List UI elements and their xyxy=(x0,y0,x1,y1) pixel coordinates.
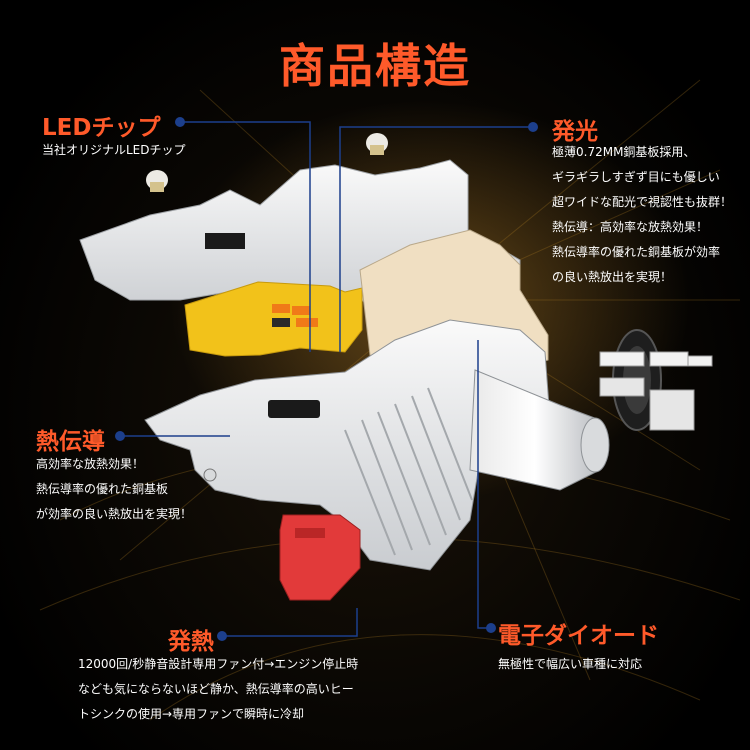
light-desc-line: の良い熱放出を実現！ xyxy=(552,270,673,284)
heat-conduction-desc: 高効率な放熱効果！ 熱伝導率の優れた銅基板 が効率の良い熱放出を実現！ xyxy=(36,452,192,527)
back-plate-slot xyxy=(205,233,245,249)
led-chip-c xyxy=(296,318,318,327)
led-chip-desc: 当社オリジナルLEDチップ xyxy=(42,143,186,157)
heat-conduction-line: が効率の良い熱放出を実現！ xyxy=(36,507,193,521)
led-chip-d xyxy=(272,318,290,327)
heat-dissipation-line: なども気にならないほど静か、熱伝導率の高いヒー xyxy=(78,682,354,696)
light-emission-desc: 極薄0.72MM銅基板採用、 ギラギラしすぎず目にも優しい 超ワイドな配光で視認… xyxy=(552,140,732,290)
heat-dissipation-line: トシンクの使用→専用ファンで瞬時に冷却 xyxy=(78,707,305,721)
red-fan-vent xyxy=(295,528,325,538)
leader-dots xyxy=(115,117,538,641)
heat-conduction-line: 熱伝導率の優れた銅基板 xyxy=(36,482,169,496)
heat-dissipation-desc: 12000回/秒静音設計専用ファン付→エンジン停止時 なども気にならないほど静か… xyxy=(78,652,358,727)
heatsink-fins xyxy=(344,387,473,556)
page-title: 商品構造 xyxy=(279,39,471,93)
cap-face xyxy=(580,417,610,473)
body-slot xyxy=(268,400,320,418)
led-bead-2 xyxy=(146,170,168,192)
heat-conduction-label: 熱伝導 xyxy=(36,429,105,455)
electronic-diode-label: 電子ダイオード xyxy=(498,623,659,649)
led-chip-a xyxy=(272,304,290,313)
led-bead-1 xyxy=(366,133,388,155)
body-screw xyxy=(203,468,217,482)
electronic-diode-desc: 無極性で幅広い車種に対応 xyxy=(498,657,643,671)
light-desc-line: ギラギラしすぎず目にも優しい xyxy=(552,170,720,184)
led-chip-label: LEDチップ xyxy=(42,115,161,141)
light-desc-line: 超ワイドな配光で視認性も抜群！ xyxy=(552,195,733,209)
light-desc-line: 極薄0.72MM銅基板採用、 xyxy=(552,145,696,159)
light-desc-line: 熱伝導：高効率な放熱効果！ xyxy=(552,220,709,234)
light-desc-line: 熱伝導率の優れた銅基板が効率 xyxy=(552,245,721,259)
electronic-diode-connector xyxy=(599,351,713,431)
red-fan-part xyxy=(279,514,361,601)
light-emission-label: 発光 xyxy=(552,119,598,145)
heat-dissipation-line: 12000回/秒静音設計専用ファン付→エンジン停止時 xyxy=(78,657,359,671)
led-chip-b xyxy=(292,306,310,315)
heat-conduction-line: 高効率な放熱効果！ xyxy=(36,457,145,471)
heat-dissipation-label: 発熱 xyxy=(168,629,214,655)
